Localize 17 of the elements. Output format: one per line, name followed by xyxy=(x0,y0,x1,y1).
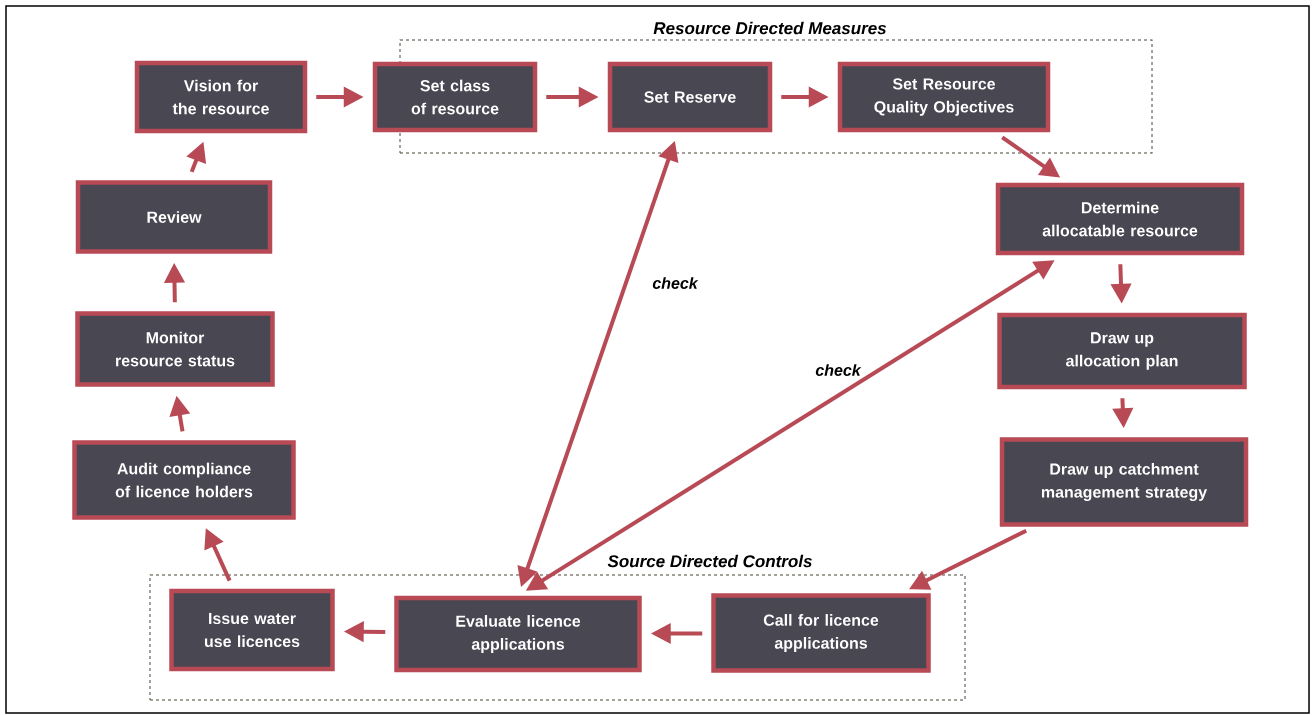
process-box: Audit compliance of licence holders xyxy=(72,440,296,520)
process-box: Issue water use licences xyxy=(169,588,335,672)
process-box: Vision for the resource xyxy=(134,60,308,134)
edge-label: check xyxy=(814,363,862,377)
edge-label: check xyxy=(651,276,699,290)
process-box: Determine allocatable resource xyxy=(995,182,1245,256)
group-title: Resource Directed Measures xyxy=(652,20,888,36)
process-box: Set Resource Quality Objectives xyxy=(837,61,1051,133)
process-box: Call for licence applications xyxy=(711,593,931,673)
process-box: Review xyxy=(75,180,273,254)
process-box: Set class of resource xyxy=(372,61,538,133)
process-box: Monitor resource status xyxy=(75,311,275,387)
process-box: Draw up allocation plan xyxy=(997,312,1247,390)
process-box: Draw up catchment management strategy xyxy=(999,437,1249,527)
group-title: Source Directed Controls xyxy=(606,553,814,569)
process-box: Evaluate licence applications xyxy=(394,595,642,673)
process-box: Set Reserve xyxy=(607,61,773,133)
